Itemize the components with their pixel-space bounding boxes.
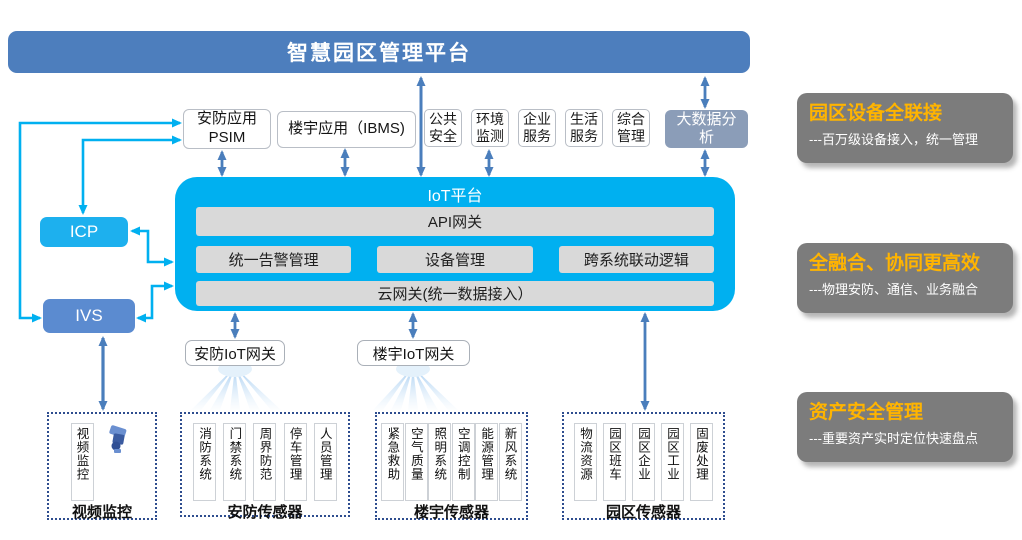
- platform-module-box: 设备管理: [377, 246, 533, 273]
- sensor-item: 照明系统: [428, 423, 452, 501]
- ibms-app-box: 楼宇应用（IBMS): [277, 111, 416, 148]
- park-sensor-items: 物流资源园区班车园区企业园区工业固废处理: [568, 423, 719, 501]
- cloud-gateway-bar: 云网关(统一数据接入）: [196, 281, 714, 306]
- platform-module-box: 统一告警管理: [196, 246, 352, 273]
- sensor-item: 人员管理: [313, 423, 337, 501]
- sensor-item: 园区工业: [661, 423, 684, 501]
- iot-platform-title: IoT平台: [427, 188, 483, 205]
- platform-modules-row: 统一告警管理设备管理跨系统联动逻辑: [196, 246, 714, 273]
- video-surveillance-items: 视频监控: [70, 423, 94, 501]
- security-sensors-group: 消防系统门禁系统周界防范停车管理人员管理 安防传感器: [180, 412, 350, 521]
- sensor-item: 视频监控: [70, 423, 94, 501]
- api-gateway-bar: API网关: [196, 207, 714, 236]
- sensor-item: 新风系统: [498, 423, 522, 501]
- gateway-fan-building: [373, 361, 458, 410]
- building-sensors-group: 紧急救助空气质量照明系统空调控制能源管理新风系统 楼宇传感器: [375, 412, 528, 521]
- service-app-box: 企业服务: [518, 109, 556, 147]
- ivs-node: IVS: [43, 299, 135, 333]
- benefit-asset-security: 资产安全管理 ---重要资产实时定位快速盘点: [797, 392, 1013, 462]
- sensor-item: 周界防范: [253, 423, 277, 501]
- service-app-box: 环境监测: [471, 109, 509, 147]
- platform-title-banner: 智慧园区管理平台: [8, 31, 750, 73]
- gateway-fan-security: [191, 361, 281, 410]
- service-app-box: 公共安全: [424, 109, 462, 147]
- park-sensors-label: 园区传感器: [605, 504, 681, 521]
- icp-node: ICP: [40, 217, 128, 247]
- security-sensors-label: 安防传感器: [227, 504, 303, 521]
- sensor-item: 门禁系统: [223, 423, 247, 501]
- sensor-item: 园区班车: [603, 423, 626, 501]
- bigdata-analysis-box: 大数据分析: [665, 110, 748, 148]
- building-sensors-label: 楼宇传感器: [413, 504, 489, 521]
- benefit-device-connection: 园区设备全联接 ---百万级设备接入，统一管理: [797, 93, 1013, 163]
- psim-line1: 安防应用: [196, 110, 257, 128]
- benefit-title: 全融合、协同更高效: [809, 253, 981, 274]
- video-surveillance-group: 视频监控 视频监控: [47, 412, 157, 521]
- video-surveillance-label: 视频监控: [71, 504, 132, 521]
- building-sensor-items: 紧急救助空气质量照明系统空调控制能源管理新风系统: [381, 423, 522, 501]
- service-apps-row: 公共安全环境监测企业服务生活服务综合管理: [424, 109, 650, 147]
- psim-line2: PSIM: [208, 129, 246, 146]
- benefit-title: 园区设备全联接: [809, 103, 943, 124]
- video-surveillance-content: 视频监控: [53, 423, 151, 501]
- camera-icon: [108, 425, 126, 453]
- building-iot-gateway-box: 楼宇IoT网关: [357, 340, 470, 366]
- sensor-item: 能源管理: [475, 423, 499, 501]
- service-app-box: 生活服务: [565, 109, 603, 147]
- benefit-subtitle: ---重要资产实时定位快速盘点: [809, 430, 978, 446]
- sensor-item: 园区企业: [632, 423, 655, 501]
- security-iot-gateway-box: 安防IoT网关: [185, 340, 285, 366]
- sensor-item: 停车管理: [283, 423, 307, 501]
- service-app-box: 综合管理: [612, 109, 650, 147]
- sensor-item: 固废处理: [690, 423, 713, 501]
- benefit-subtitle: ---百万级设备接入，统一管理: [809, 131, 978, 147]
- security-sensor-items: 消防系统门禁系统周界防范停车管理人员管理: [186, 423, 344, 501]
- sensor-item: 紧急救助: [381, 423, 405, 501]
- benefit-title: 资产安全管理: [809, 402, 924, 423]
- benefit-convergence: 全融合、协同更高效 ---物理安防、通信、业务融合: [797, 243, 1013, 313]
- iot-platform-container: IoT平台 API网关 统一告警管理设备管理跨系统联动逻辑 云网关(统一数据接入…: [175, 177, 735, 311]
- sensor-item: 消防系统: [193, 423, 217, 501]
- sensor-item: 空调控制: [451, 423, 475, 501]
- platform-module-box: 跨系统联动逻辑: [558, 246, 714, 273]
- sensor-item: 物流资源: [574, 423, 597, 501]
- benefit-subtitle: ---物理安防、通信、业务融合: [809, 281, 978, 297]
- park-sensors-group: 物流资源园区班车园区企业园区工业固废处理 园区传感器: [562, 412, 725, 521]
- sensor-item: 空气质量: [404, 423, 428, 501]
- psim-app-box: 安防应用 PSIM: [183, 109, 271, 149]
